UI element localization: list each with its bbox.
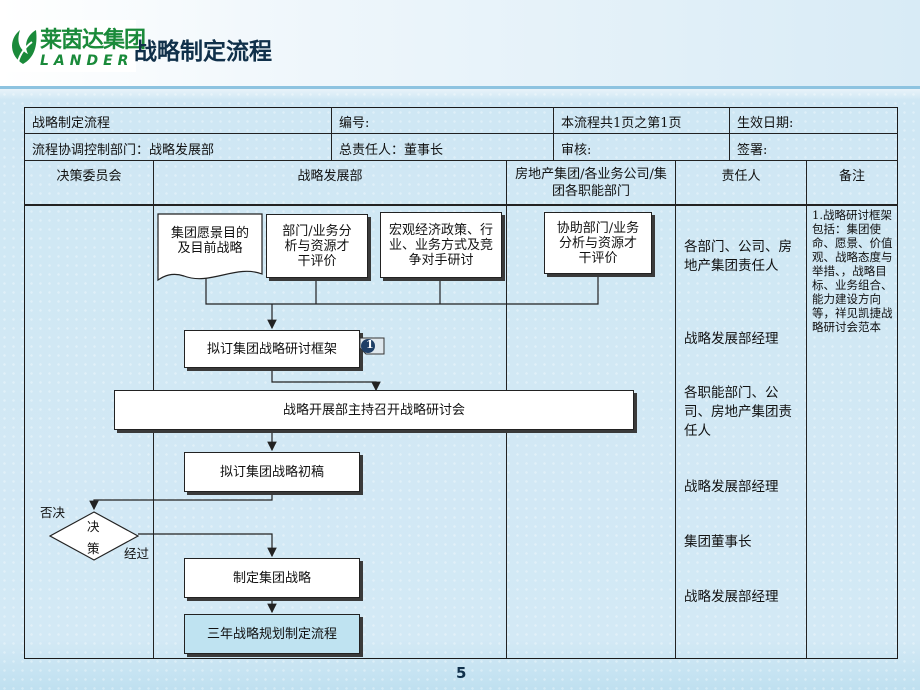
page-count: 本流程共1页之第1页: [561, 116, 682, 131]
row-divider-2: [24, 160, 898, 161]
lane-vline-4: [806, 160, 807, 658]
row-divider-1: [24, 133, 898, 134]
assist-analysis-box: 协助部门/业务分析与资源才干评价: [544, 212, 652, 274]
lane-header-committee: 决策委员会: [56, 169, 122, 184]
leaf-logo-icon: [12, 30, 37, 64]
company-logo: 莱茵达集团 LANDER: [4, 20, 146, 72]
page-number: 5: [456, 664, 467, 682]
responsible-3: 各职能部门、公司、房地产集团责任人: [684, 385, 792, 439]
pass-label: 经过: [124, 546, 150, 561]
three-year-plan-box[interactable]: 三年战略规划制定流程: [184, 614, 360, 654]
framework-box: 拟订集团战略研讨框架: [184, 330, 360, 368]
hdr-vline-b: [553, 107, 554, 161]
responsible-6: 战略发展部经理: [684, 589, 779, 605]
lane-header-realestate: 房地产集团/各业务公司/集团各职能部门: [515, 167, 667, 199]
seminar-box: 战略开展部主持召开战略研讨会: [114, 390, 634, 430]
row-divider-3: [24, 204, 898, 206]
reject-label: 否决: [40, 505, 66, 520]
responsible-2: 战略发展部经理: [684, 331, 779, 347]
responsible-4: 战略发展部经理: [684, 479, 779, 495]
process-name: 战略制定流程: [32, 116, 111, 131]
numbered-note-icon: [359, 337, 385, 355]
decision-label-1: 决: [87, 519, 100, 534]
coordinating-dept: 流程协调控制部门：战略发展部: [32, 143, 215, 158]
sign-label: 签署:: [737, 143, 768, 158]
decision-label-2: 策: [87, 541, 100, 556]
header-band: [0, 0, 920, 88]
process-owner: 总责任人：董事长: [339, 143, 444, 158]
responsible-1: 各部门、公司、房地产集团责任人: [684, 239, 792, 274]
review-label: 审核:: [561, 143, 592, 158]
note-badge-number: 1: [366, 338, 374, 351]
hdr-vline-c: [729, 107, 730, 161]
responsible-5: 集团董事长: [684, 534, 752, 550]
formulate-strategy-box: 制定集团战略: [184, 558, 360, 598]
logo-text: 莱茵达集团: [40, 28, 146, 53]
header-rule: [0, 86, 920, 89]
lane-header-notes: 备注: [838, 169, 865, 184]
vision-document-shape: [157, 213, 263, 282]
dept-analysis-box: 部门/业务分析与资源才干评价: [266, 214, 368, 278]
effective-date-label: 生效日期:: [737, 116, 794, 131]
lane-header-strategy: 战略发展部: [297, 169, 363, 184]
draft-strategy-box: 拟订集团战略初稿: [184, 452, 360, 492]
vision-document: 集团愿景目的及目前战略: [170, 226, 249, 256]
process-number-label: 编号:: [339, 116, 370, 131]
process-table: [24, 107, 898, 659]
decision-diamond: [48, 511, 140, 561]
hdr-vline-a: [331, 107, 332, 161]
framework-note: 1.战略研讨框架包括：集团使命、愿景、价值观、战略态度与举措、，战略目标、业务组…: [812, 208, 893, 334]
macro-research-box: 宏观经济政策、行业、业务方式及竞争对手研讨: [380, 212, 502, 278]
lane-vline-3: [675, 160, 676, 658]
page-title: 战略制定流程: [134, 39, 272, 65]
logo-subtext: LANDER: [40, 53, 134, 69]
lane-header-responsible: 责任人: [721, 169, 761, 184]
